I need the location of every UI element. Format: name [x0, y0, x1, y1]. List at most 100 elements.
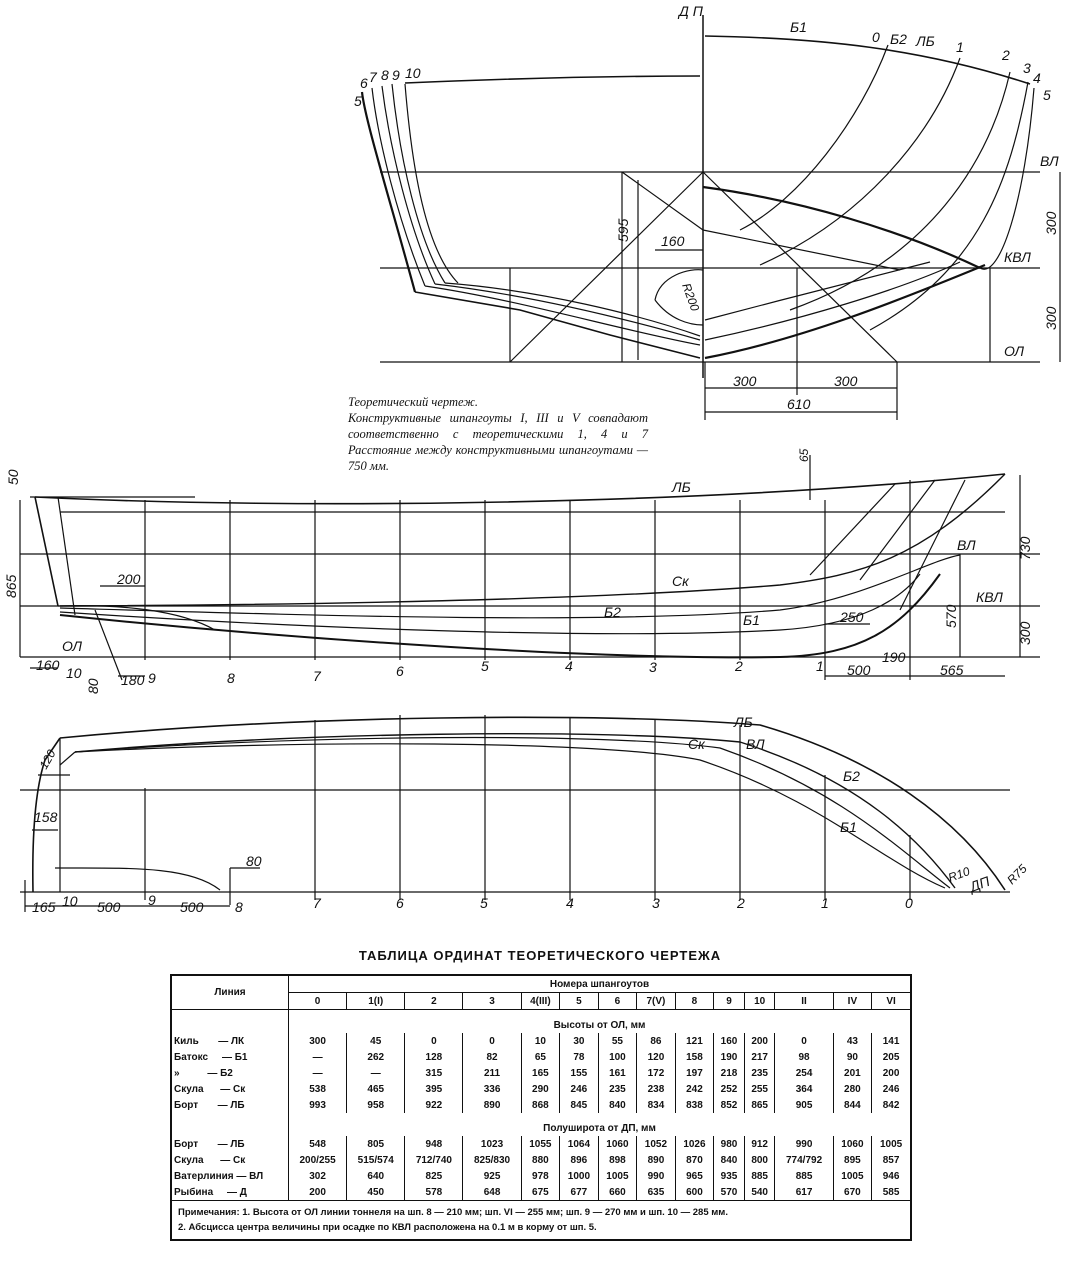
table-cell: 246 — [559, 1081, 599, 1097]
table-cell: 0 — [404, 1033, 463, 1049]
dim-300-profile: 300 — [1017, 621, 1033, 645]
plan-label-lb: ЛБ — [733, 714, 753, 730]
row-label: Борт — ЛБ — [170, 1097, 289, 1113]
table-cell: 946 — [871, 1168, 911, 1184]
table-cell: 660 — [597, 1184, 637, 1201]
dim-180: 180 — [121, 672, 145, 688]
table-cell: 190 — [713, 1049, 745, 1065]
table-cell: 675 — [520, 1184, 560, 1201]
profile-station-9: 9 — [148, 670, 156, 686]
label-frame-8: 8 — [381, 67, 389, 83]
table-cell: 890 — [636, 1152, 676, 1168]
table-cell: 905 — [774, 1097, 834, 1113]
profile-label-ol: ОЛ — [62, 638, 82, 654]
table-cell: 540 — [743, 1184, 775, 1201]
profile-label-vl: ВЛ — [957, 537, 976, 553]
dim-565: 565 — [940, 662, 964, 678]
table-cell: 172 — [636, 1065, 676, 1081]
table-cell: 922 — [404, 1097, 463, 1113]
plan-station-5: 5 — [480, 895, 488, 911]
table-cell: 255 — [743, 1081, 775, 1097]
table-cell: 852 — [713, 1097, 745, 1113]
table-cell: 712/740 — [404, 1152, 463, 1168]
table-cell: 774/792 — [774, 1152, 834, 1168]
table-cell: 834 — [636, 1097, 676, 1113]
table-cell: 885 — [774, 1168, 834, 1184]
dim-250: 250 — [839, 609, 864, 625]
table-cell: 252 — [713, 1081, 745, 1097]
row-label: Батокс — Б1 — [170, 1049, 289, 1065]
table-cell: 990 — [774, 1136, 834, 1152]
dim-80-profile: 80 — [85, 678, 101, 694]
table-cell: 958 — [346, 1097, 405, 1113]
table-cell: 1055 — [520, 1136, 560, 1152]
profile-station-10: 10 — [66, 665, 82, 681]
table-cell: 640 — [346, 1168, 405, 1184]
column-header-10: 10 — [743, 992, 775, 1010]
table-cell: 844 — [832, 1097, 872, 1113]
plan-label-dp: ДП — [966, 873, 993, 896]
plan-label-sk: Ск — [688, 736, 706, 752]
table-cell: 200/255 — [287, 1152, 347, 1168]
label-waterline: ВЛ — [1040, 153, 1059, 169]
table-cell: 585 — [871, 1184, 911, 1201]
table-cell: 290 — [520, 1081, 560, 1097]
table-cell: 1005 — [832, 1168, 872, 1184]
table-cell: 82 — [462, 1049, 522, 1065]
table-cell: 990 — [636, 1168, 676, 1184]
table-cell: 978 — [520, 1168, 560, 1184]
notes-row: Примечания: 1. Высота от ОЛ линии тоннел… — [171, 1200, 911, 1240]
table-cell: 825 — [404, 1168, 463, 1184]
dim-165: 165 — [32, 899, 56, 915]
table-cell: 45 — [346, 1033, 405, 1049]
table-cell: 160 — [713, 1033, 745, 1049]
dim-80-plan: 80 — [246, 853, 262, 869]
label-frame-5: 5 — [1043, 87, 1051, 103]
table-cell: 465 — [346, 1081, 405, 1097]
table-cell: 120 — [636, 1049, 676, 1065]
dim-500-profile: 500 — [847, 662, 871, 678]
column-header-0: 0 — [287, 992, 347, 1010]
dim-300-right: 300 — [834, 373, 858, 389]
table-cell: 925 — [462, 1168, 522, 1184]
dim-500-plan-b: 500 — [180, 899, 204, 915]
label-b2: Б2 — [890, 31, 907, 47]
dim-65: 65 — [797, 448, 811, 462]
row-label: Борт — ЛБ — [170, 1136, 289, 1152]
plan-station-1: 1 — [821, 895, 829, 911]
column-header-12: IV — [832, 992, 872, 1010]
table-cell: 515/574 — [346, 1152, 405, 1168]
column-header-6: 6 — [597, 992, 637, 1010]
table-cell: 161 — [597, 1065, 637, 1081]
table-cell: 912 — [743, 1136, 775, 1152]
table-cell: 302 — [287, 1168, 347, 1184]
note-2: 2. Абсцисса центра величины при осадке п… — [178, 1222, 597, 1233]
table-cell: 800 — [743, 1152, 775, 1168]
lines-drawing: Д П ВЛ КВЛ ОЛ Б1 Б2 ЛБ 0 1 2 3 4 5 6 7 8… — [3, 3, 1061, 915]
row-label: Скула — Ск — [170, 1152, 289, 1168]
label-frame-6: 6 — [360, 75, 368, 91]
table-cell: 254 — [774, 1065, 834, 1081]
column-header-5: 5 — [559, 992, 599, 1010]
table-title: ТАБЛИЦА ОРДИНАТ ТЕОРЕТИЧЕСКОГО ЧЕРТЕЖА — [358, 948, 722, 963]
table-notes: Примечания: 1. Высота от ОЛ линии тоннел… — [171, 1200, 911, 1240]
table-cell: 201 — [832, 1065, 872, 1081]
table-cell: 43 — [832, 1033, 872, 1049]
table-cell: 200 — [287, 1184, 347, 1201]
table-cell: 1026 — [674, 1136, 714, 1152]
column-header-9: 9 — [713, 992, 745, 1010]
dim-160-profile: 160 — [36, 657, 60, 673]
table-cell: 935 — [713, 1168, 745, 1184]
table-cell: 538 — [287, 1081, 347, 1097]
label-centerline: Д П — [677, 3, 704, 19]
column-header-8: 8 — [674, 992, 714, 1010]
table-cell: 242 — [674, 1081, 714, 1097]
profile-label-lb: ЛБ — [671, 479, 691, 495]
table-cell: 948 — [404, 1136, 463, 1152]
profile-station-7: 7 — [313, 668, 322, 684]
table-cell: 30 — [559, 1033, 599, 1049]
